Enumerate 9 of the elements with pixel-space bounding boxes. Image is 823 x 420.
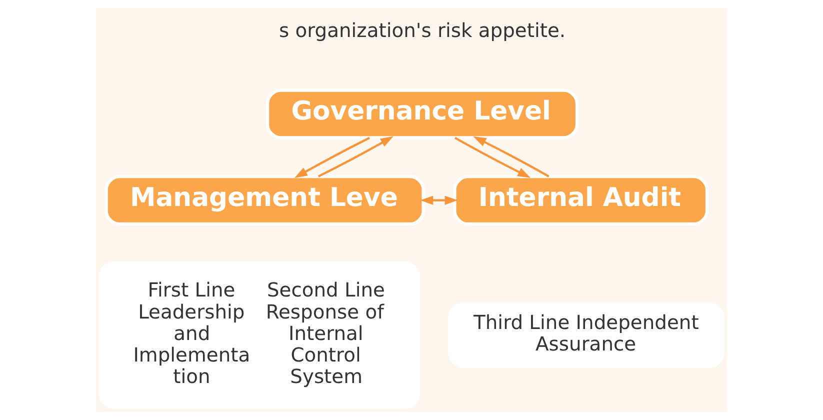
arrow — [318, 136, 394, 178]
node-box: Management Leve — [104, 174, 425, 226]
node-box: Internal Audit — [453, 174, 709, 226]
arrow — [473, 136, 550, 178]
label: s organization's risk appetite. — [278, 18, 566, 42]
node-box: Governance Level — [266, 88, 579, 140]
arrow — [294, 136, 370, 178]
arrow — [420, 196, 458, 205]
arrow — [454, 136, 531, 178]
